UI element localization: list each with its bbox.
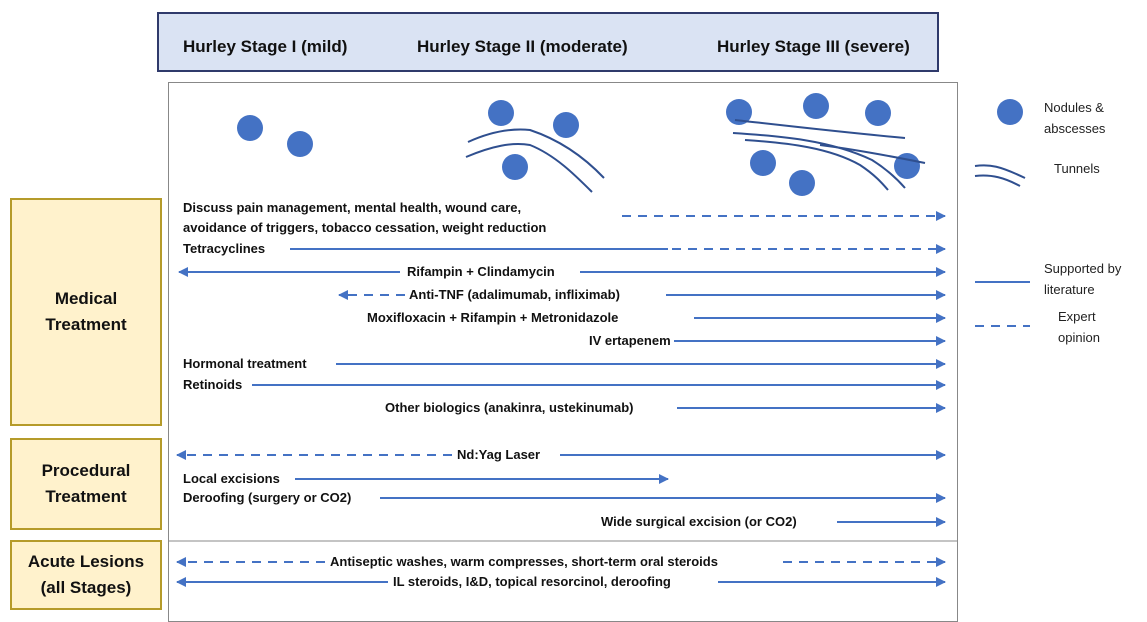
legend-expert-label: Expert opinion (1058, 309, 1100, 345)
diagram-graphics (168, 93, 1030, 587)
category-procedural: Procedural Treatment (10, 438, 162, 530)
label-ndyag: Nd:Yag Laser (454, 447, 544, 463)
legend-tunnels-label: Tunnels (1054, 161, 1100, 176)
legend-nodules-label: Nodules & abscesses (1044, 100, 1106, 136)
stage-2-label: Hurley Stage II (moderate) (417, 37, 628, 56)
nodule-icon (553, 112, 579, 138)
nodule-icon (789, 170, 815, 196)
treatment-panel (168, 82, 958, 622)
legend-nodule-icon (997, 99, 1023, 125)
nodule-icon (237, 115, 263, 141)
nodule-icon (287, 131, 313, 157)
label-il-steroids: IL steroids, I&D, topical resorcinol, de… (390, 574, 674, 590)
legend-tunnel-icon (974, 164, 1026, 187)
category-medical: Medical Treatment (10, 198, 162, 426)
label-local-excisions: Local excisions (180, 471, 283, 487)
legend-supported-label: Supported by literature (1044, 261, 1122, 297)
stage-3-label: Hurley Stage III (severe) (717, 37, 910, 56)
label-wide-excision: Wide surgical excision (or CO2) (598, 514, 800, 530)
label-pain-2: avoidance of triggers, tobacco cessation… (180, 220, 550, 236)
label-hormonal: Hormonal treatment (180, 356, 310, 372)
nodule-icon (726, 99, 752, 125)
label-retinoids: Retinoids (180, 377, 246, 393)
nodule-icon (865, 100, 891, 126)
tunnel-icon (732, 119, 926, 191)
nodule-icon (803, 93, 829, 119)
nodule-icon (488, 100, 514, 126)
label-pain: Discuss pain management, mental health, … (180, 200, 525, 216)
stage-header-bar (157, 12, 939, 72)
label-anti-tnf: Anti-TNF (adalimumab, infliximab) (406, 287, 623, 303)
nodule-icon (502, 154, 528, 180)
nodule-icon (750, 150, 776, 176)
label-rifampin-clindamycin: Rifampin + Clindamycin (404, 264, 558, 280)
label-other-biologics: Other biologics (anakinra, ustekinumab) (382, 400, 637, 416)
label-antiseptic: Antiseptic washes, warm compresses, shor… (327, 554, 721, 570)
label-tetracyclines: Tetracyclines (180, 241, 269, 257)
stage-1-label: Hurley Stage I (mild) (183, 37, 348, 56)
nodule-icon (894, 153, 920, 179)
label-moxifloxacin: Moxifloxacin + Rifampin + Metronidazole (364, 310, 622, 326)
label-ertapenem: IV ertapenem (586, 333, 674, 349)
tunnel-icon (465, 128, 605, 193)
label-deroofing: Deroofing (surgery or CO2) (180, 490, 355, 506)
